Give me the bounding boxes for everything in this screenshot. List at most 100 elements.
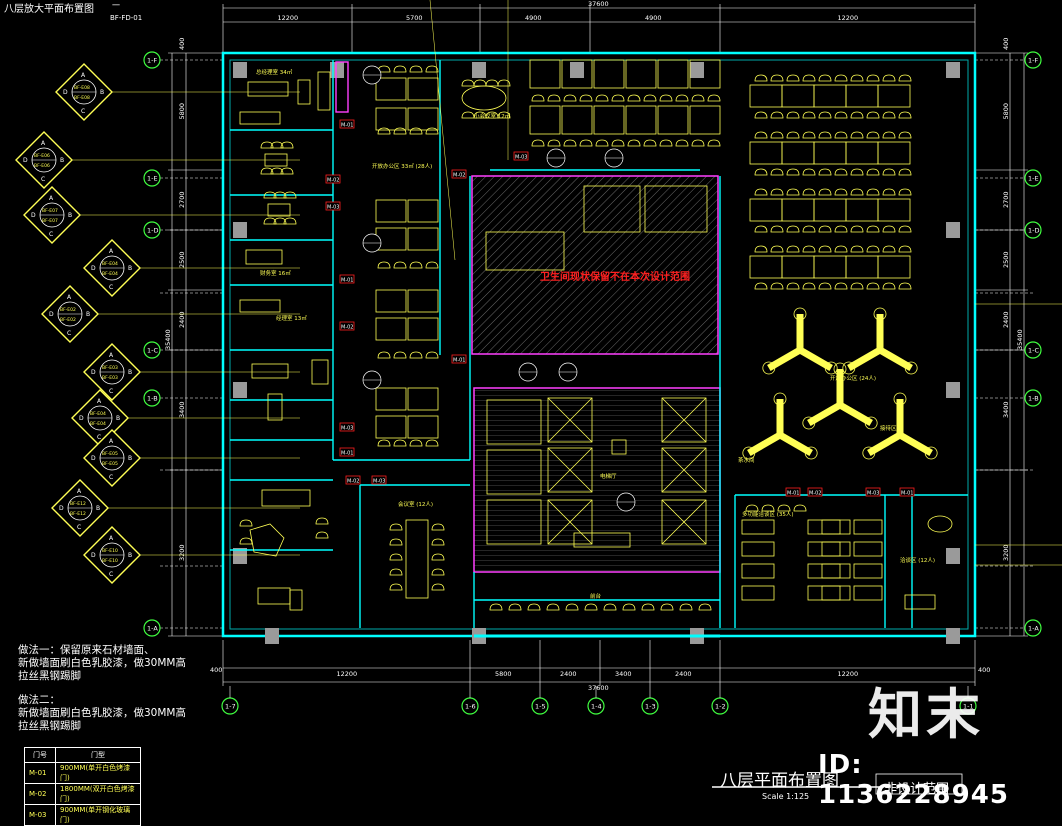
axis-bubble-label: 1-A bbox=[1028, 625, 1039, 633]
section-tag bbox=[558, 362, 578, 382]
chair bbox=[531, 139, 545, 147]
workstation bbox=[845, 84, 879, 108]
chair bbox=[802, 245, 816, 253]
elevation-marker-ref: BF-E07 bbox=[42, 218, 58, 224]
door-number: M-02 bbox=[24, 783, 56, 805]
axis-bubble-circle bbox=[1024, 221, 1042, 239]
elevation-marker-a: A bbox=[81, 72, 86, 79]
chair bbox=[263, 191, 277, 199]
elevator-x bbox=[661, 397, 707, 443]
chair bbox=[409, 65, 423, 73]
desk bbox=[689, 59, 721, 89]
chair bbox=[627, 139, 641, 147]
axis-bubble: 1-6 bbox=[461, 686, 479, 715]
axis-bubble: 1-5 bbox=[531, 686, 549, 715]
axis-bubble-circle bbox=[143, 341, 161, 359]
elevator-x bbox=[547, 397, 593, 443]
lounge-chair bbox=[660, 603, 674, 611]
axis-bubble: 1-D bbox=[143, 221, 161, 239]
axis-bubble-label: 1-2 bbox=[715, 703, 726, 711]
chair bbox=[804, 446, 818, 460]
chair bbox=[595, 139, 609, 147]
chair bbox=[579, 139, 593, 147]
office-desk bbox=[245, 249, 283, 265]
elevation-marker-c: C bbox=[97, 434, 101, 441]
chair bbox=[393, 261, 407, 269]
door-tag-label: M-03 bbox=[373, 479, 385, 485]
door-tag-box bbox=[451, 354, 467, 364]
chair bbox=[761, 504, 775, 512]
dim-bottom-segment: 2400 bbox=[560, 670, 577, 678]
chair bbox=[389, 583, 403, 591]
chair bbox=[425, 65, 439, 73]
desk bbox=[625, 59, 657, 89]
chair bbox=[770, 282, 784, 290]
workstation bbox=[813, 255, 847, 279]
chair bbox=[611, 139, 625, 147]
restroom-stalls bbox=[485, 231, 565, 271]
chair bbox=[834, 188, 848, 196]
chair bbox=[409, 351, 423, 359]
reception-counter bbox=[573, 532, 631, 548]
axis-bubble: 1-F bbox=[1024, 51, 1042, 69]
desk bbox=[375, 317, 407, 341]
door-tag-box bbox=[339, 447, 355, 457]
dim-left-segment: 2400 bbox=[178, 311, 186, 328]
desk bbox=[689, 105, 721, 135]
dim-edge: 400 bbox=[210, 666, 222, 674]
door-number: M-01 bbox=[24, 762, 56, 784]
door-tag: M-02 bbox=[345, 475, 361, 485]
door-tag-label: M-01 bbox=[341, 451, 353, 457]
door-tag: M-01 bbox=[339, 274, 355, 284]
axis-bubble-label: 1-E bbox=[147, 175, 158, 183]
chair bbox=[882, 282, 896, 290]
chair bbox=[431, 568, 445, 576]
workstation bbox=[781, 141, 815, 165]
furniture-layer bbox=[239, 59, 953, 611]
room-label: 经理室 13㎡ bbox=[276, 314, 307, 322]
axis-bubble-label: 1-B bbox=[1028, 395, 1039, 403]
finish-note-2-line: 做法二： bbox=[18, 694, 60, 706]
chair bbox=[770, 111, 784, 119]
door-tag: M-01 bbox=[451, 354, 467, 364]
training-desk bbox=[821, 563, 851, 579]
elevation-marker-b: B bbox=[86, 311, 90, 318]
chair bbox=[882, 188, 896, 196]
elevation-marker-ref: BF-E10 bbox=[102, 558, 118, 564]
cabinet bbox=[311, 359, 329, 385]
elevation-marker-ref: BF-E12 bbox=[70, 501, 86, 507]
lounge-chair bbox=[239, 519, 253, 527]
dim-left-segment: 3400 bbox=[178, 401, 186, 418]
door-tag-box bbox=[339, 119, 355, 129]
chair bbox=[802, 282, 816, 290]
elevator bbox=[661, 397, 707, 443]
door-tag-label: M-03 bbox=[515, 155, 527, 161]
axis-bubble-circle bbox=[1024, 51, 1042, 69]
chair bbox=[818, 225, 832, 233]
elevator-x bbox=[547, 499, 593, 545]
chair bbox=[409, 261, 423, 269]
workstation bbox=[749, 255, 783, 279]
dim-bottom-segment: 5800 bbox=[495, 670, 512, 678]
dim-right-segment: 2400 bbox=[1002, 311, 1010, 328]
workstation bbox=[781, 255, 815, 279]
chair bbox=[862, 446, 876, 460]
training-desk bbox=[853, 585, 883, 601]
door-tag-label: M-03 bbox=[341, 426, 353, 432]
elevation-marker-d: D bbox=[49, 311, 54, 318]
elevation-marker-a: A bbox=[109, 438, 114, 445]
chair bbox=[270, 167, 284, 175]
chair bbox=[793, 307, 807, 321]
elevation-marker-ref: BF-E02 bbox=[60, 317, 76, 323]
y-desk-arm bbox=[838, 401, 873, 427]
elevation-marker-b: B bbox=[96, 505, 100, 512]
elevation-marker-b: B bbox=[128, 265, 132, 272]
y-desk-arm bbox=[898, 431, 933, 457]
chair bbox=[485, 111, 499, 119]
chair bbox=[773, 392, 787, 406]
door-tag: M-01 bbox=[339, 119, 355, 129]
door-tag-label: M-01 bbox=[341, 123, 353, 129]
core-detail bbox=[485, 185, 708, 545]
axis-bubble-label: 1-1 bbox=[963, 703, 974, 711]
chair bbox=[754, 282, 768, 290]
